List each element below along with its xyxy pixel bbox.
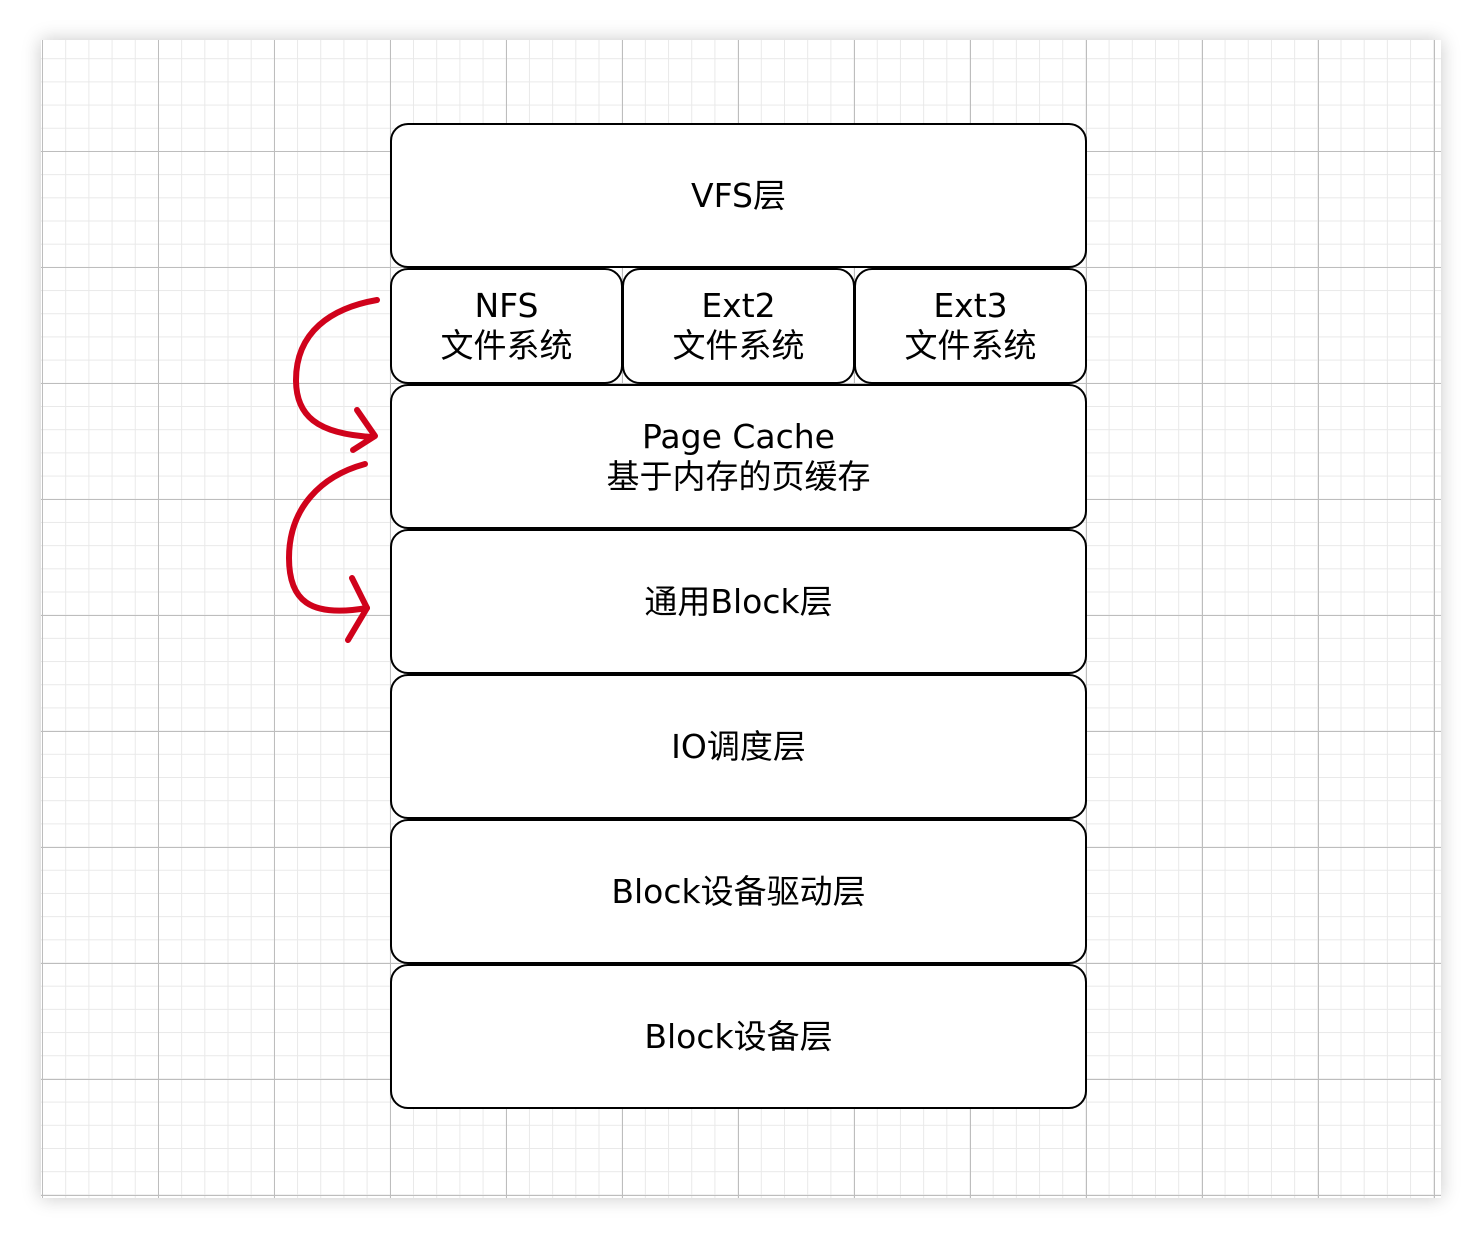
page-cache-name-label: Page Cache <box>641 416 835 456</box>
block-driver-layer-box: Block设备驱动层 <box>390 819 1087 964</box>
page-cache-sub-label: 基于内存的页缓存 <box>606 456 871 496</box>
ext3-filesystem-box: Ext3 文件系统 <box>854 268 1087 384</box>
nfs-name-label: NFS <box>474 286 539 325</box>
ext3-sub-label: 文件系统 <box>904 326 1037 365</box>
arrow-fs-to-page-cache <box>293 297 380 440</box>
diagram-canvas: VFS层 NFS 文件系统 Ext2 文件系统 Ext3 文件系统 Page C… <box>41 40 1441 1198</box>
block-driver-layer-label: Block设备驱动层 <box>611 871 866 911</box>
io-scheduler-layer-box: IO调度层 <box>390 674 1087 819</box>
arrow-fs-to-page-cache-head <box>350 407 378 453</box>
nfs-sub-label: 文件系统 <box>440 326 573 365</box>
io-scheduler-layer-label: IO调度层 <box>671 726 806 766</box>
red-curved-arrows <box>286 297 380 643</box>
generic-block-layer-label: 通用Block层 <box>644 581 833 621</box>
block-device-layer-box: Block设备层 <box>390 964 1087 1109</box>
ext3-name-label: Ext3 <box>933 286 1008 325</box>
vfs-layer-box: VFS层 <box>390 123 1087 268</box>
ext2-sub-label: 文件系统 <box>672 326 805 365</box>
page-cache-box: Page Cache 基于内存的页缓存 <box>390 384 1087 529</box>
block-device-layer-label: Block设备层 <box>644 1016 833 1056</box>
ext2-name-label: Ext2 <box>701 286 776 325</box>
arrow-page-cache-to-block <box>286 461 370 614</box>
generic-block-layer-box: 通用Block层 <box>390 529 1087 674</box>
vfs-layer-label: VFS层 <box>691 175 786 215</box>
ext2-filesystem-box: Ext2 文件系统 <box>622 268 855 384</box>
arrow-page-cache-to-block-head <box>345 575 370 643</box>
nfs-filesystem-box: NFS 文件系统 <box>390 268 623 384</box>
